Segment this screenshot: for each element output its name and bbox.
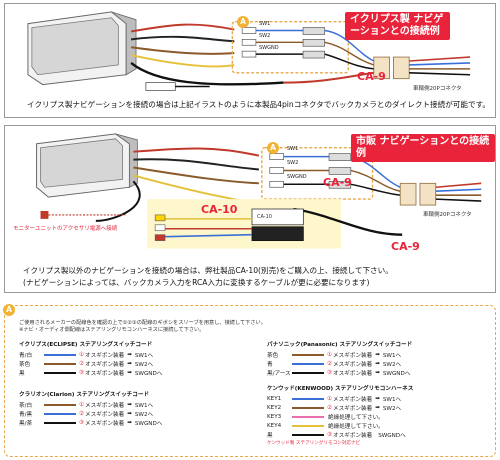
- harness-highlight-box: [231, 20, 349, 74]
- navigation-unit: [27, 11, 137, 86]
- ca10-box: [251, 208, 304, 226]
- sw2-label: SW2: [259, 33, 271, 39]
- sw2-label: SW2: [287, 160, 299, 166]
- connector-20p-label: 車輌側20Pコネクタ: [423, 212, 472, 218]
- kenwood-note: ケンウッド製 ステアリングリモコン対応ナビ: [267, 441, 361, 446]
- box-title: クラリオン(Clarion) ステアリングスイッチコード: [19, 392, 150, 398]
- connector-20p-label: 車輌側20Pコネクタ: [413, 86, 462, 92]
- generic-caption-1: イクリプス製以外のナビゲーションを接続の場合は、弊社製品CA-10(別売)をご購…: [23, 266, 393, 275]
- box-title: イクリプス(ECLIPSE) ステアリングスイッチコード: [19, 342, 153, 348]
- ca10-label: CA-10: [201, 203, 238, 216]
- harness-highlight-box: [261, 147, 374, 200]
- ca10-box-label: CA-10: [257, 214, 272, 220]
- key-intro: ご使用されるメーカーの配線色を確認の上で①②③の配線のギボシをスリーブを用意し、…: [19, 320, 266, 334]
- ca9-label: CA-9: [357, 70, 386, 83]
- monitor-accessory-note: モニターユニットのアクセサリ電源へ接続: [13, 226, 118, 232]
- key-intro-line-2: ※ナビ・オーディオ側配線はステアリングリモコンハーネスに接続して下さい。: [19, 327, 205, 333]
- navigation-unit: [36, 133, 138, 198]
- generic-connection-panel: 市販 ナビゲーションとの接続例 A SW1 SW2 SWGND CA-9 車輌側…: [4, 125, 496, 293]
- generic-wiring-diagram: [36, 133, 482, 249]
- swgnd-label: SWGND: [259, 45, 279, 51]
- vehicle-20p-connector: [399, 182, 482, 206]
- key-intro-line-1: ご使用されるメーカーの配線色を確認の上で①②③の配線のギボシをスリーブを用意し、…: [19, 320, 266, 326]
- sw1-label: SW1: [259, 21, 271, 27]
- wiring-key-panel: A ご使用されるメーカーの配線色を確認の上で①②③の配線のギボシをスリーブを用意…: [3, 304, 496, 457]
- generic-section-title: 市販 ナビゲーションとの接続例: [351, 134, 495, 162]
- badge-a-marker: A: [237, 16, 249, 28]
- box-title: パナソニック(Panasonic) ステアリングスイッチコード: [267, 342, 413, 348]
- eclipse-caption: イクリプス製ナビゲーションを接続の場合は上記イラストのように本製品4pinコネク…: [27, 100, 491, 109]
- swgnd-label: SWGND: [287, 174, 307, 180]
- eclipse-wiring-diagram: [27, 11, 471, 91]
- ca10-highlight: [147, 199, 341, 249]
- ca9-label: CA-9: [323, 176, 352, 189]
- box-title: ケンウッド(KENWOOD) ステアリングリモコンハーネス: [267, 386, 414, 392]
- generic-caption-2: (ナビゲーションによっては、バックカメラ入力をRCA入力に変換するケーブルが更に…: [23, 278, 370, 287]
- eclipse-section-title: イクリプス製 ナビゲーションとの接続例: [345, 12, 450, 40]
- vehicle-20p-connector: [373, 56, 471, 80]
- eclipse-connection-panel: イクリプス製 ナビゲーションとの接続例 A SW1 SW2 SWGND CA-9…: [4, 3, 496, 118]
- badge-a-marker: A: [267, 142, 279, 154]
- ca9-label-lower: CA-9: [391, 240, 420, 253]
- badge-a-marker: A: [3, 304, 15, 316]
- sw1-label: SW1: [287, 146, 299, 152]
